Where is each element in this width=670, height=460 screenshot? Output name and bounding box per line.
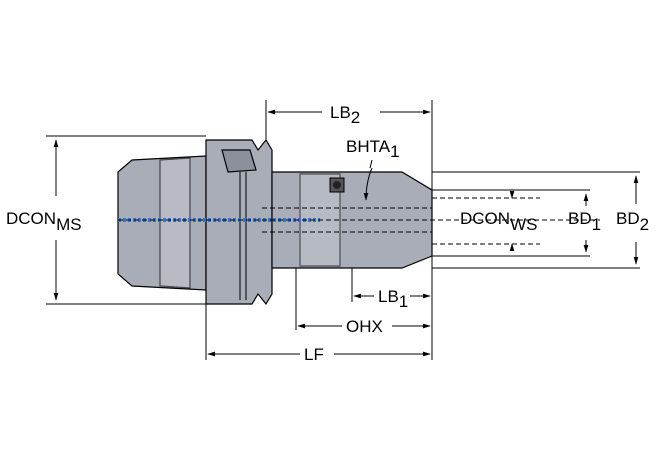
- label-dcon-ws: DCONWS: [460, 209, 537, 234]
- extension-lines: [46, 100, 640, 360]
- label-bd2: BD2: [616, 209, 649, 234]
- taper-shank-highlight: [159, 157, 191, 289]
- label-lb2: LB2: [330, 103, 360, 127]
- flange-groove: [221, 149, 257, 173]
- label-ohx: OHX: [346, 317, 383, 336]
- dimension-labels: LB2 BHTA1 DCONMS DCONWS BD1 BD2 LB1 OHX …: [6, 103, 649, 364]
- label-dcon-ms: DCONMS: [6, 209, 82, 234]
- label-bhta1: BHTA1: [346, 137, 400, 161]
- dimension-lines: [53, 109, 639, 357]
- tool-holder-body: [117, 138, 600, 306]
- label-bd1: BD1: [568, 209, 601, 234]
- label-lf: LF: [304, 345, 324, 364]
- label-lb1: LB1: [378, 287, 408, 311]
